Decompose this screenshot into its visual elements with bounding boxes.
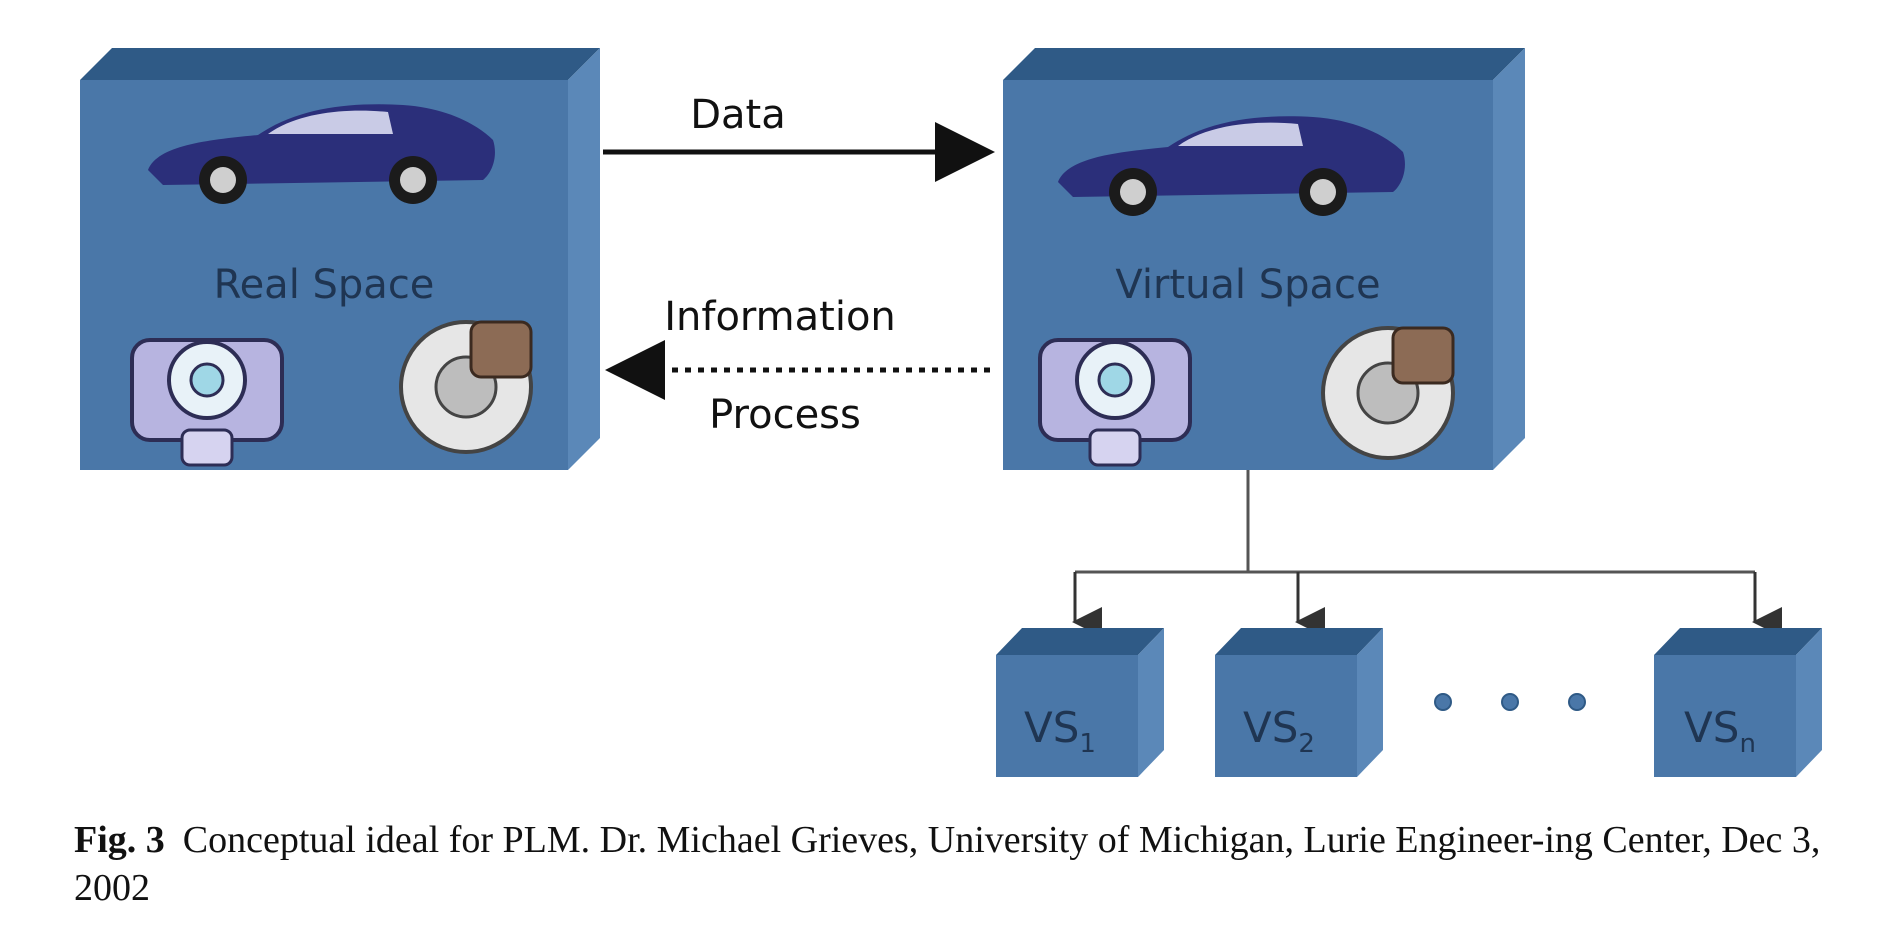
car-icon — [1058, 116, 1405, 216]
vs-label-1-sub: 1 — [1079, 729, 1096, 759]
process-label: Process — [709, 392, 861, 438]
virtual-space-label: Virtual Space — [1115, 262, 1380, 308]
figure-number: Fig. 3 — [74, 819, 165, 861]
vs-box-2: VS2 — [1215, 628, 1383, 777]
vs-label-n-sub: n — [1739, 729, 1755, 759]
vs-label-1: VS1 — [1024, 703, 1096, 759]
real-space-label: Real Space — [214, 262, 435, 308]
car-icon — [148, 104, 495, 204]
vs-box-1: VS1 — [996, 628, 1164, 777]
vs-label-n-base: VS — [1684, 703, 1739, 752]
vs-label-n: VSn — [1684, 703, 1756, 759]
engine-icon — [1038, 338, 1192, 467]
engine-icon — [130, 338, 284, 467]
information-label: Information — [664, 294, 896, 340]
data-label: Data — [690, 92, 786, 138]
figure-caption-text: Conceptual ideal for PLM. Dr. Michael Gr… — [74, 819, 1821, 909]
brake-disc-icon — [1321, 326, 1455, 460]
vs-box-n: VSn — [1654, 628, 1822, 777]
connector-tree — [1072, 470, 1782, 637]
vs-label-2-base: VS — [1243, 703, 1298, 752]
ellipsis-dots — [1434, 693, 1586, 711]
vs-label-2: VS2 — [1243, 703, 1315, 759]
virtual-space-box: Virtual Space — [1003, 48, 1525, 470]
brake-disc-icon — [399, 320, 533, 454]
information-process-arrow: Information Process — [605, 294, 990, 438]
data-arrow: Data — [603, 92, 995, 182]
real-space-box: Real Space — [80, 48, 600, 470]
vs-label-1-base: VS — [1024, 703, 1079, 752]
vs-label-2-sub: 2 — [1298, 729, 1315, 759]
